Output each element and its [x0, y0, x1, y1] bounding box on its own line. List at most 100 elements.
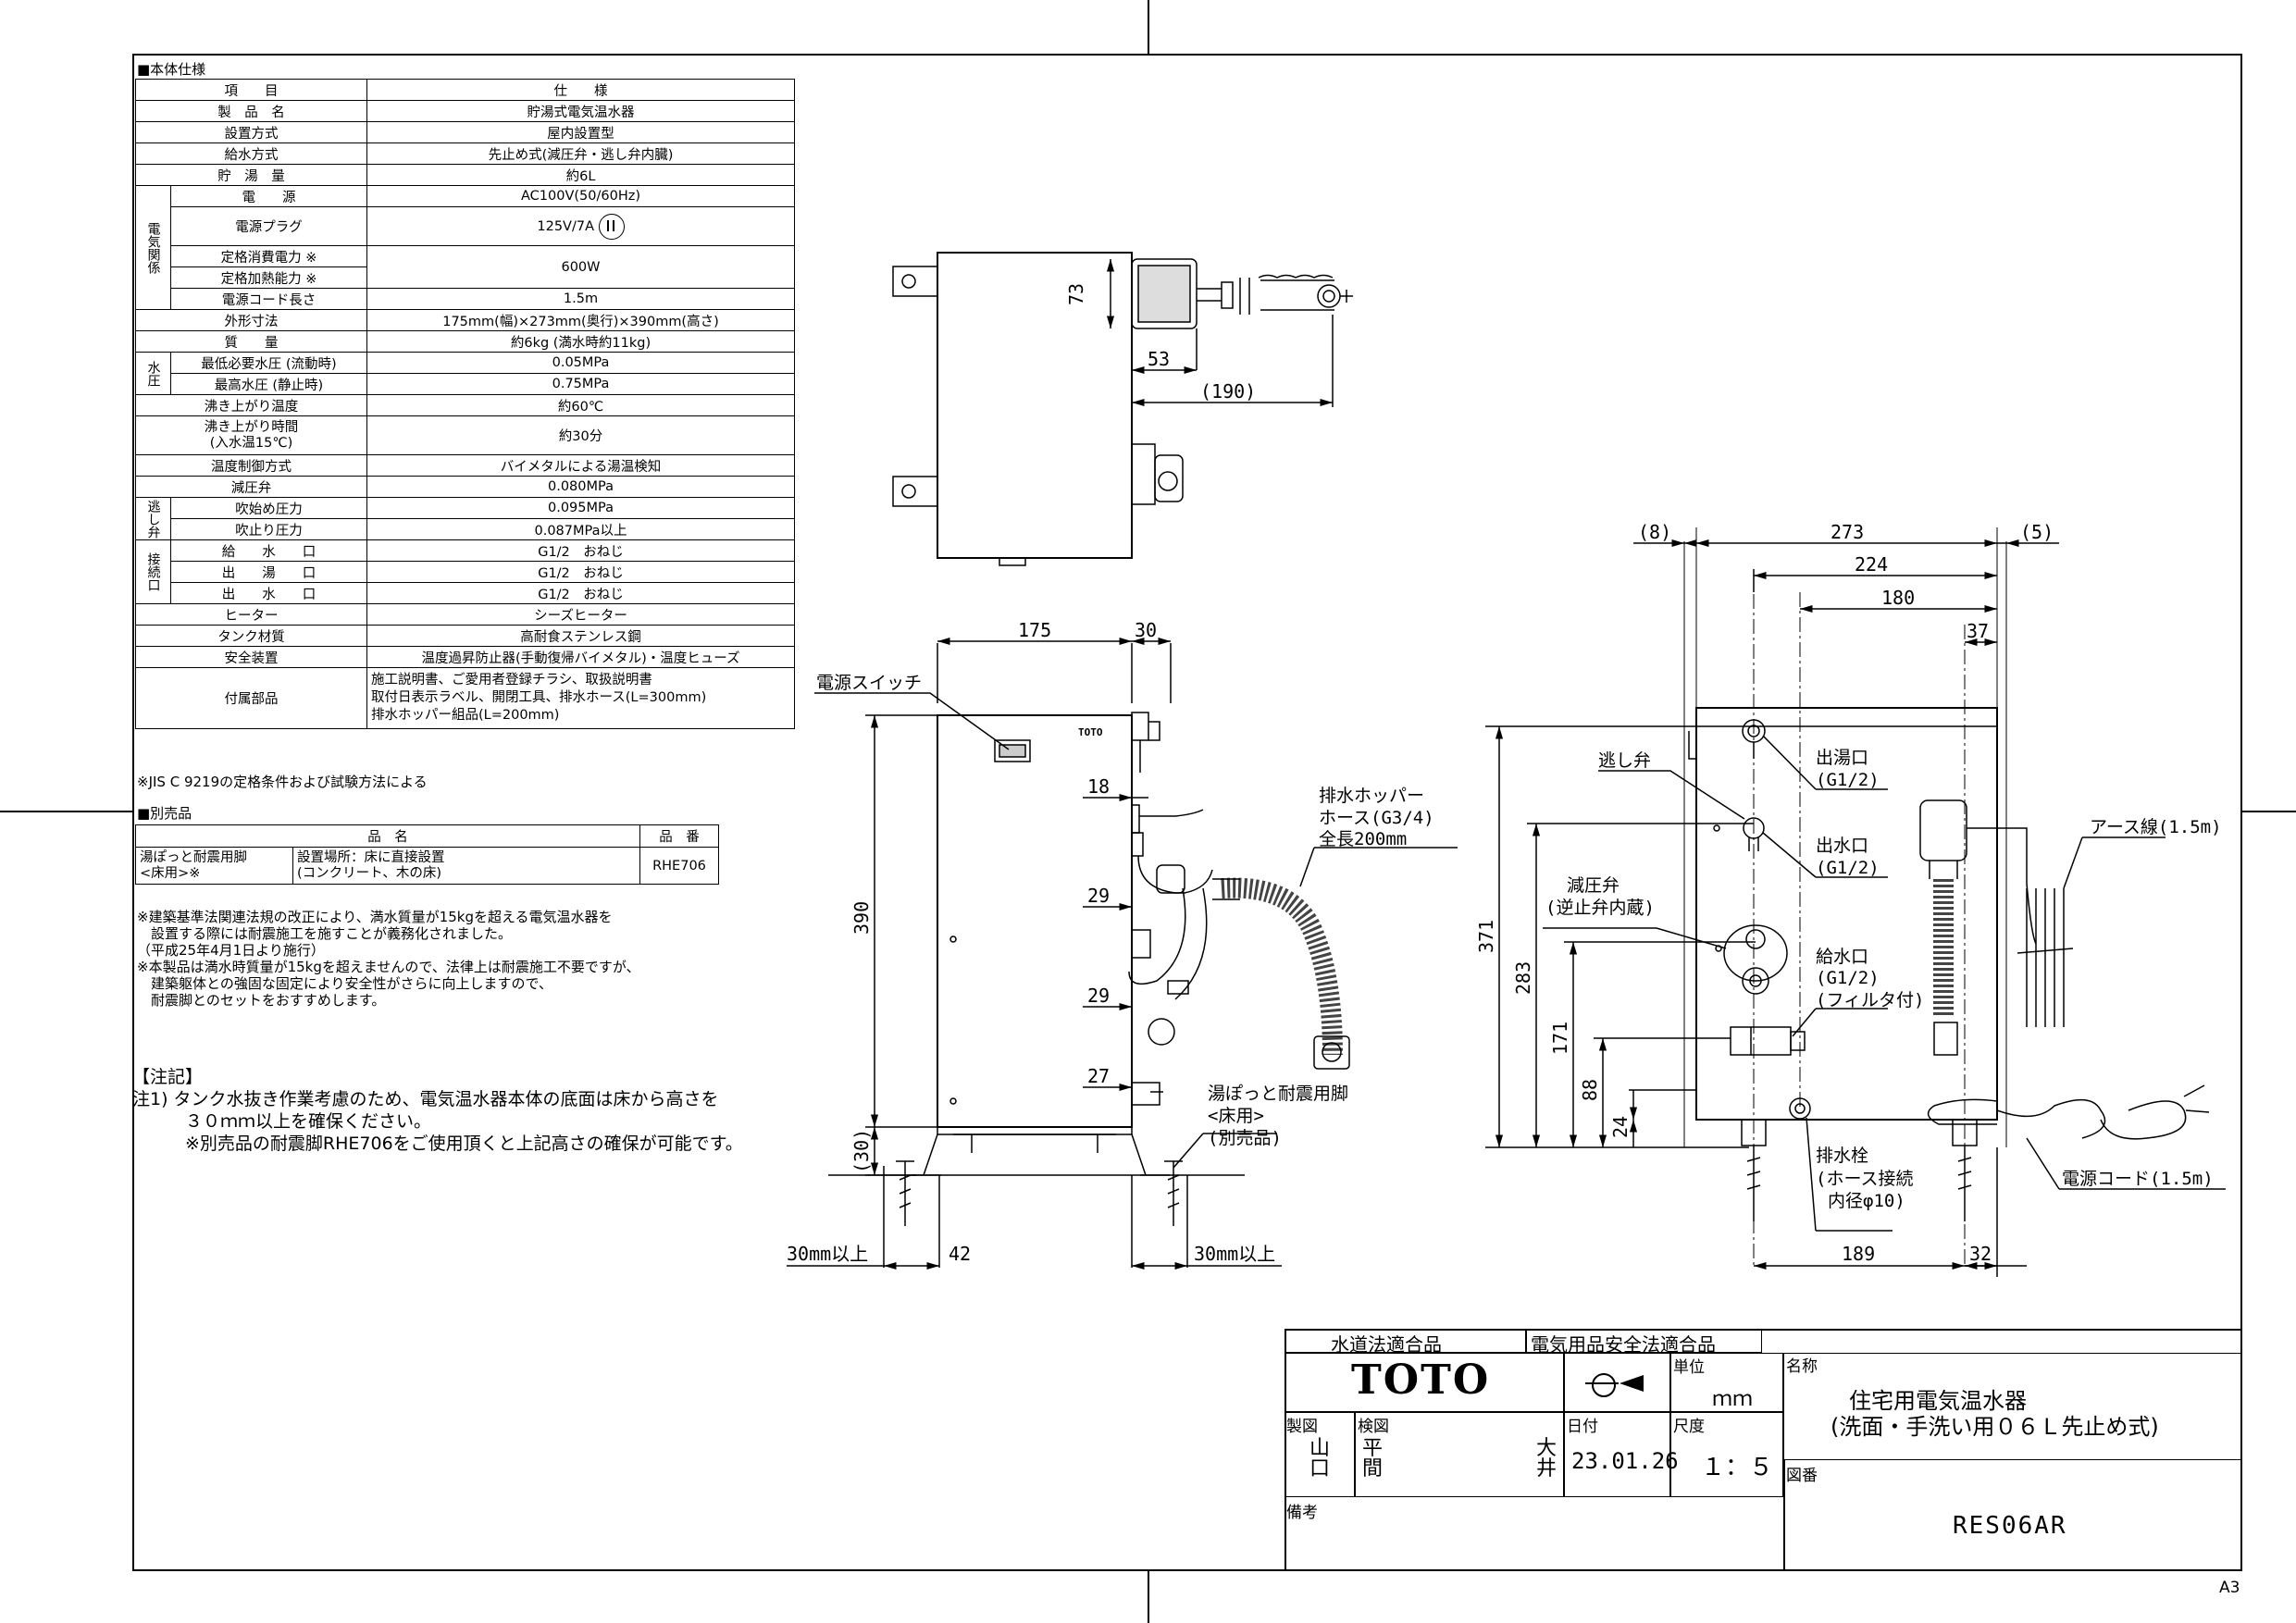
- accessory-section-title: ■別売品: [137, 805, 192, 822]
- spec-value: 約30分: [366, 415, 795, 455]
- label-drain-3: 内径φ10): [1828, 1191, 1905, 1211]
- remarks-label: 備考: [1286, 1504, 1318, 1522]
- projection-cone-icon: [1620, 1375, 1644, 1392]
- spec-value: 排水ホッパー組品(L=200mm): [371, 708, 560, 723]
- spec-item: 設置方式: [135, 121, 367, 143]
- label-hot-outlet-2: (G1/2): [1816, 770, 1880, 790]
- dim-224: 224: [1855, 553, 1888, 576]
- label-drain-1: 排水栓: [1816, 1146, 1868, 1166]
- projection-cell: [1564, 1353, 1670, 1412]
- dim-37: 37: [1967, 620, 1989, 642]
- spec-item: 定格消費電力 ※: [170, 245, 367, 267]
- dim-189: 189: [1842, 1243, 1875, 1265]
- checked-label: 検図: [1358, 1418, 1389, 1436]
- jis-note: ※JIS C 9219の定格条件および試験方法による: [137, 774, 428, 790]
- side-view: [787, 637, 1458, 1270]
- spec-value: 0.087MPa以上: [366, 518, 795, 540]
- spec-item: 質 量: [135, 330, 367, 353]
- dim-24: 24: [1609, 1116, 1632, 1138]
- spec-item: 出 湯 口: [170, 561, 367, 583]
- product-name-1: 住宅用電気温水器: [1849, 1388, 2027, 1414]
- date-label: 日付: [1567, 1418, 1598, 1436]
- spec-value: 屋内設置型: [366, 121, 795, 143]
- note-line: ※建築基準法関連法規の改正により、満水質量が15kgを超える電気温水器を: [137, 909, 613, 925]
- top-view: [892, 252, 1353, 566]
- dim-180: 180: [1881, 587, 1915, 609]
- spec-value: 先止め式(減圧弁・逃し弁内臓): [366, 142, 795, 165]
- projection-symbol-line: [1585, 1382, 1619, 1384]
- unit-value: ｍｍ: [1712, 1388, 1754, 1411]
- note-line: 耐震脚とのセットをおすすめします。: [137, 992, 386, 1009]
- center-mark-right: [2242, 811, 2296, 812]
- label-reducer-1: 減圧弁: [1567, 875, 1620, 896]
- name-cell: [1783, 1353, 2242, 1460]
- accessory-desc-line: 設置場所：床に直接設置: [297, 849, 445, 865]
- dwg-number: RES06AR: [1953, 1512, 2067, 1540]
- dim-73: 73: [1065, 283, 1087, 305]
- drawn-name: 山口: [1309, 1437, 1331, 1481]
- accessory-name-line: 湯ぽっと耐震用脚: [140, 849, 247, 865]
- label-relief-valve: 逃し弁: [1598, 750, 1651, 771]
- label-hopper-3: 全長200mm: [1319, 829, 1407, 849]
- dim-171: 171: [1549, 1022, 1571, 1055]
- spec-item: 定格加熱能力 ※: [170, 266, 367, 289]
- sheet-size: A3: [2219, 1579, 2240, 1597]
- spec-value: G1/2 おねじ: [366, 561, 795, 583]
- label-reducer-2: (逆止弁内蔵): [1545, 898, 1655, 918]
- dim-30-floor: (30): [850, 1129, 873, 1173]
- label-inlet-1: 給水口: [1816, 947, 1868, 967]
- spec-item-sub: (入水温15℃): [209, 435, 293, 451]
- dim-190: (190): [1200, 380, 1256, 403]
- projection-symbol-icon: [1592, 1373, 1616, 1397]
- approved-name: 大井: [1536, 1437, 1558, 1481]
- spec-item: 沸き上がり時間: [204, 419, 299, 435]
- accessory-header-code: 品 番: [639, 824, 719, 848]
- accessory-code: RHE706: [639, 847, 719, 885]
- label-power-switch: 電源スイッチ: [816, 673, 922, 693]
- center-mark-left: [0, 811, 132, 812]
- spec-value: 約60℃: [366, 394, 795, 416]
- brand-logo: TOTO: [1351, 1357, 1491, 1404]
- label-drain-2: (ホース接続: [1816, 1169, 1914, 1189]
- spec-item: 吹始め圧力: [170, 497, 367, 519]
- label-water-outlet-2: (G1/2): [1816, 858, 1880, 878]
- spec-value: 125V/7A: [537, 218, 594, 234]
- cert-electric: [1526, 1329, 1762, 1353]
- spec-value-plug: 125V/7A: [366, 206, 795, 246]
- spec-item: 貯 湯 量: [135, 164, 367, 186]
- accessory-desc: 設置場所：床に直接設置(コンクリート、木の床): [292, 847, 640, 885]
- brand-cell: [1285, 1353, 1564, 1412]
- checked-name: 平間: [1362, 1437, 1384, 1481]
- label-toto-small: TOTO: [1078, 726, 1103, 738]
- spec-item: 最低必要水圧 (流動時): [170, 352, 367, 374]
- spec-value: 0.080MPa: [366, 476, 795, 498]
- note-line: （平成25年4月1日より施行）: [137, 942, 325, 959]
- dim-27: 27: [1087, 1065, 1110, 1087]
- spec-section-title: ■本体仕様: [137, 61, 206, 78]
- spec-item: 吹止り圧力: [170, 518, 367, 540]
- checked-cell: [1355, 1412, 1564, 1497]
- spec-item: 沸き上がり温度: [135, 394, 367, 416]
- label-hot-outlet-1: 出湯口: [1816, 748, 1868, 768]
- spec-value: 施工説明書、ご愛用者登録チラシ、取扱説明書: [371, 673, 652, 688]
- dim-390: 390: [850, 901, 873, 935]
- label-inlet-3: (フィルタ付): [1816, 990, 1925, 1010]
- spec-item: 外形寸法: [135, 309, 367, 331]
- drawn-label: 製図: [1286, 1418, 1318, 1436]
- spec-group-relief: 逃し弁: [135, 497, 171, 540]
- accessory-desc-line: (コンクリート、木の床): [297, 865, 442, 881]
- spec-value: 高耐食ステンレス鋼: [366, 625, 795, 647]
- spec-table: 項 目仕 様 製 品 名貯湯式電気温水器 設置方式屋内設置型 給水方式先止め式(…: [135, 79, 795, 729]
- spec-item: ヒーター: [135, 603, 367, 626]
- label-leg-3: (別売品): [1208, 1128, 1282, 1148]
- title-divider: [1783, 1460, 1785, 1571]
- spec-value: 温度過昇防止器(手動復帰バイメタル)・温度ヒューズ: [366, 646, 795, 668]
- center-mark-bottom: [1148, 1571, 1149, 1623]
- label-water-outlet-1: 出水口: [1816, 836, 1868, 856]
- law-notes: ※建築基準法関連法規の改正により、満水質量が15kgを超える電気温水器を 設置す…: [137, 909, 640, 1009]
- unit-cell: [1670, 1353, 1783, 1412]
- spec-item: 減圧弁: [135, 476, 367, 498]
- label-leg-2: <床用>: [1208, 1106, 1264, 1126]
- remark-line: 【注記】: [132, 1067, 204, 1087]
